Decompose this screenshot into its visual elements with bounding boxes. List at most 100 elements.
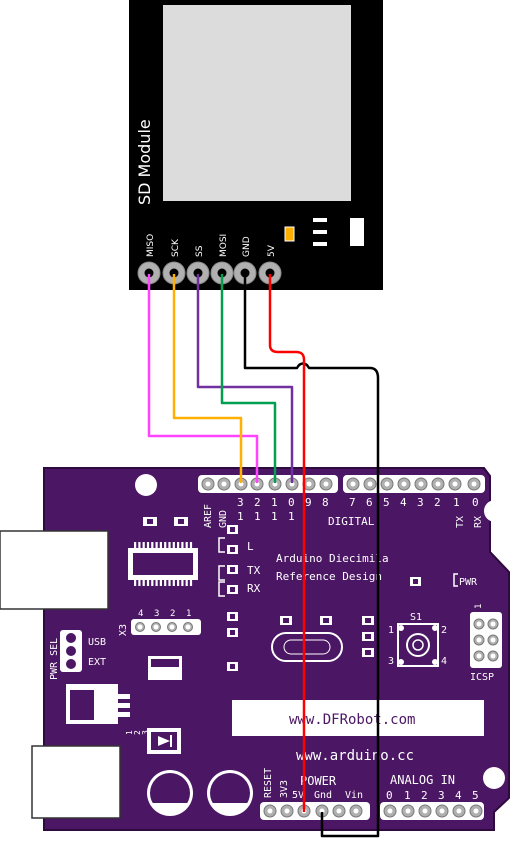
wire-sck [172,274,243,483]
icsp-pin [487,634,499,646]
mount-hole [483,767,505,789]
analog-pin [383,804,397,818]
arduino-url: www.arduino.cc [296,748,414,764]
header-pin [302,477,316,491]
power-jack [31,745,121,819]
sd-pin-label: GND [242,236,252,257]
sd-card-slot [163,5,351,201]
analog-pin-number: 0 [386,789,393,802]
pwr-led-label: PWR [459,577,478,588]
analog-pin [418,804,432,818]
analog-pin-number: 3 [438,789,445,802]
wire-5v [268,274,306,812]
diode [147,728,181,754]
icsp-header [470,612,502,668]
power-pin [263,804,277,818]
reset-switch [397,623,439,667]
sd-pin-label: SCK [171,238,181,257]
analog-pin-number: 5 [472,789,479,802]
header-pin [319,477,333,491]
x3-pin-number: 4 [138,609,143,619]
power-header [260,802,370,820]
s1-pin1: 1 [388,625,394,636]
ic-chip [128,542,198,586]
digital-pin-number: 1 [453,496,460,509]
header-pin [363,477,377,491]
mount-hole [484,500,506,522]
digital-tens-digit: 1 [254,510,261,523]
digital-pin-number: 0 [288,496,295,509]
icsp-pin [487,618,499,630]
sd-pin-labels: MISO SCK SS MOSI GND 5V [146,234,277,257]
digital-tens-digit: 1 [237,510,244,523]
regulator-pin-number: 2 [133,730,142,735]
rx-label: RX [473,516,484,528]
sd-pin-mosi [210,261,234,285]
analog-pin-number: 1 [404,789,411,802]
electrolytic-capacitor [207,770,253,816]
s1-pin2: 2 [441,625,447,636]
led-tx-label: TX [247,564,261,577]
power-vin-label: Vin [345,790,363,801]
wire-mosi [220,274,277,483]
model-line2: Reference Design [276,570,382,583]
power-pin [332,804,346,818]
s1-label: S1 [410,612,422,623]
analog-pin [401,804,415,818]
header-pin [285,477,299,491]
tx-label: TX [455,516,466,528]
digital-pin-number: 2 [254,496,261,509]
power-pin [349,804,363,818]
digital-pin-number: 8 [322,496,329,509]
x3-pin-number: 2 [170,609,175,619]
icsp-pin [473,650,485,662]
x3-pin [151,622,161,632]
led-rx-label: RX [247,582,261,595]
digital-tens-digit: 1 [288,510,295,523]
wire-gnd [243,274,380,838]
gnd-label: GND [218,510,229,528]
wires [147,274,380,838]
sd-module: SD Module MISO SCK SS MOSI GND 5V [129,0,383,290]
digital-pin-number: 4 [400,496,407,509]
analog-pin [435,804,449,818]
status-led [284,226,295,242]
pwr-sel-jumper [60,630,82,672]
wire-ss [196,274,294,483]
x3-pin [135,622,145,632]
digital-pin-number: 6 [366,496,373,509]
header-pin [217,477,231,491]
power-gnd-label: Gnd [314,790,332,801]
wire-miso [147,274,259,483]
digital-tens-digit: 1 [271,510,278,523]
digital-pin-number: 7 [349,496,356,509]
header-pin [448,477,462,491]
analog-pin-number: 2 [421,789,428,802]
x3-pin-number: 3 [154,609,159,619]
header-pin [346,477,360,491]
sd-pin-label: SS [195,245,205,257]
ext-label: EXT [88,657,106,668]
analog-pin [469,804,483,818]
sd-pin-label: MOSI [219,234,229,257]
analog-pin [452,804,466,818]
dfrobot-box [232,700,484,736]
digital-pin-number: 0 [472,496,479,509]
aref-label: AREF [203,504,214,528]
reset-label: RESET [263,768,274,798]
header-pin [431,477,445,491]
header-pin [467,477,481,491]
header-pin [380,477,394,491]
power-pin [280,804,294,818]
sd-pin-label: 5V [267,244,277,257]
sd-module-title: SD Module [135,119,154,205]
sd-pin-label: MISO [146,234,156,257]
icsp-pin [473,634,485,646]
analog-in-label: ANALOG IN [390,773,455,787]
digital-pin-number: 1 [271,496,278,509]
s1-pin4: 4 [441,656,447,667]
